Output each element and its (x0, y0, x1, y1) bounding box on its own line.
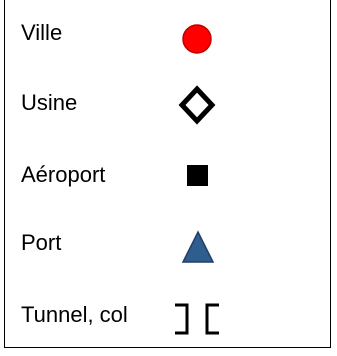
legend-item-port: Port (5, 218, 330, 278)
black-square-icon (171, 152, 221, 202)
legend-item-tunnel-col: Tunnel, col (5, 288, 330, 348)
tunnel-icon (165, 294, 245, 344)
blue-triangle-icon (171, 222, 221, 272)
legend-item-usine: Usine (5, 78, 330, 138)
legend-item-aeroport: Aéroport (5, 148, 330, 208)
map-legend: Ville Usine Aéroport Port (4, 0, 331, 348)
legend-label-port: Port (21, 230, 62, 255)
diamond-icon (171, 80, 221, 130)
red-circle-icon (171, 12, 221, 62)
legend-label-ville: Ville (21, 20, 63, 45)
legend-label-aeroport: Aéroport (21, 162, 106, 187)
legend-item-ville: Ville (5, 8, 330, 68)
legend-label-tunnel-col: Tunnel, col (21, 302, 128, 327)
legend-label-usine: Usine (21, 90, 78, 115)
